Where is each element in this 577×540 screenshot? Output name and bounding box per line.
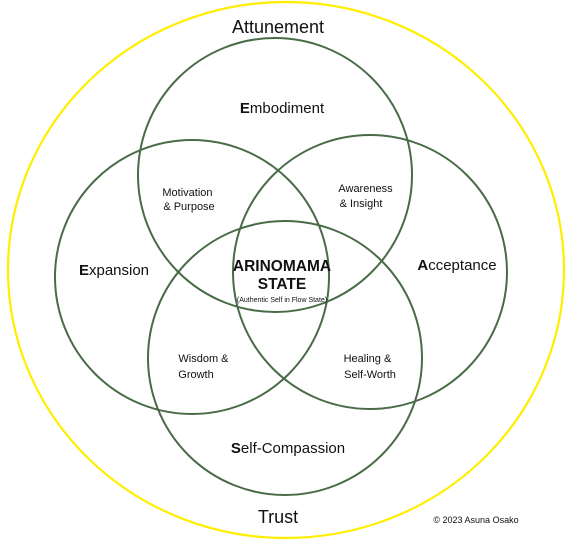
center-subtitle: (Authentic Self in Flow State) xyxy=(237,297,327,304)
acceptance-label: Acceptance xyxy=(417,257,496,274)
motivation-purpose-label: Motivation & Purpose xyxy=(162,187,215,213)
center-title-line2: STATE xyxy=(258,276,307,293)
healing-line1: Healing & xyxy=(344,353,392,365)
wisdom-line2: Growth xyxy=(178,369,213,381)
expansion-label: Expansion xyxy=(79,262,149,279)
awareness-insight-label: Awareness & Insight xyxy=(338,183,395,210)
expansion-rest: xpansion xyxy=(89,262,149,279)
wisdom-line1: Wisdom & xyxy=(178,353,229,365)
awareness-line2: & Insight xyxy=(340,198,383,210)
self-compassion-circle xyxy=(147,220,423,496)
self-compassion-initial: S xyxy=(231,440,241,457)
self-compassion-label: Self-Compassion xyxy=(231,440,345,457)
self-compassion-rest: elf-Compassion xyxy=(241,440,345,457)
center-title-line1: ARINOMAMA xyxy=(233,258,331,275)
healing-line2: Self-Worth xyxy=(344,369,396,381)
motivation-line1: Motivation xyxy=(162,187,212,199)
attunement-label: Attunement xyxy=(232,17,324,37)
wisdom-growth-label: Wisdom & Growth xyxy=(178,353,231,381)
expansion-circle xyxy=(54,139,330,415)
acceptance-rest: cceptance xyxy=(428,257,496,274)
embodiment-label: Embodiment xyxy=(240,100,325,117)
trust-label: Trust xyxy=(258,507,298,527)
acceptance-initial: A xyxy=(417,257,428,274)
embodiment-rest: mbodiment xyxy=(250,100,325,117)
motivation-line2: & Purpose xyxy=(163,201,214,213)
acceptance-circle xyxy=(232,134,508,410)
outer-ring xyxy=(6,0,566,540)
copyright-notice: © 2023 Asuna Osako xyxy=(433,515,518,525)
healing-selfworth-label: Healing & Self-Worth xyxy=(344,353,396,381)
embodiment-initial: E xyxy=(240,100,250,117)
embodiment-circle xyxy=(137,37,413,313)
expansion-initial: E xyxy=(79,262,89,279)
awareness-line1: Awareness xyxy=(338,183,393,195)
